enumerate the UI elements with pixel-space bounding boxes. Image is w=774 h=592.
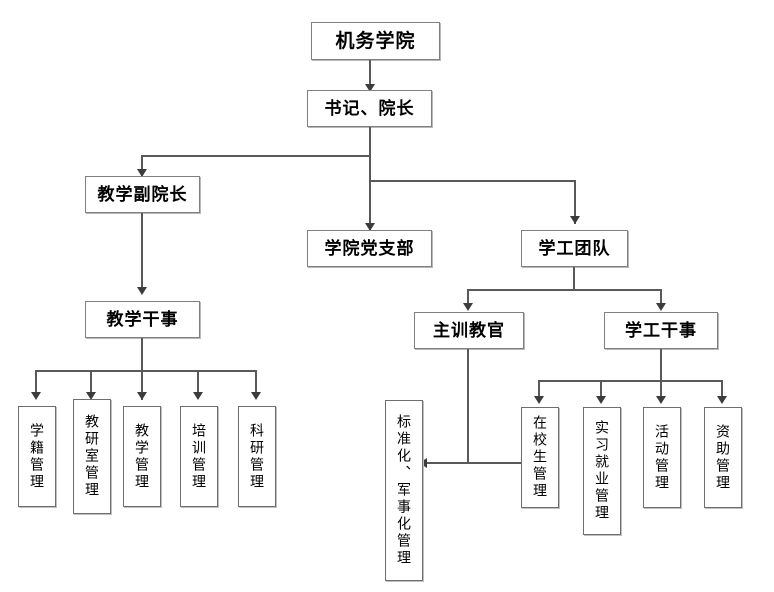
- leaf-label-training-management: 培训管理: [191, 422, 207, 491]
- leaf-box-standardization-militarization: 标准化、军事化管理: [385, 400, 423, 581]
- leaf-label-standardization-militarization: 标准化、军事化管理: [396, 414, 412, 567]
- node-secretary-dean-label: 书记、院长: [324, 99, 415, 118]
- node-chief-instructor-label: 主训教官: [433, 321, 505, 340]
- leaf-label-activity-management: 活动管理: [654, 423, 670, 492]
- node-student-work-officer-label: 学工干事: [625, 321, 697, 340]
- connector-root-to-secretary: [369, 60, 371, 88]
- leaf-label-financial-aid-management: 资助管理: [715, 423, 731, 492]
- connector-secretary-to-vice-dean-h: [141, 155, 371, 157]
- leaf-label-research-management: 科研管理: [249, 422, 265, 491]
- arrowhead-secretary-to-vice-dean: [137, 169, 147, 177]
- node-teaching-officer: 教学干事: [85, 301, 200, 338]
- arrowhead-teaching-leaf-3: [193, 392, 203, 400]
- connector-team-to-instructor: [467, 289, 469, 309]
- arrowhead-student-leaf-3: [717, 396, 727, 404]
- arrowhead-secretary-to-team: [570, 216, 580, 224]
- connector-team-trunk: [573, 267, 575, 291]
- node-secretary-dean: 书记、院长: [307, 90, 432, 127]
- leaf-box-teaching-research-office: 教研室管理: [73, 399, 111, 514]
- leaf-label-teaching-research-office: 教研室管理: [84, 414, 100, 499]
- node-party-branch: 学院党支部: [307, 230, 432, 267]
- node-teaching-officer-label: 教学干事: [106, 310, 179, 329]
- node-root: 机务学院: [311, 22, 440, 60]
- leaf-label-enrolled-student-management: 在校生管理: [532, 415, 548, 500]
- leaf-label-student-status: 学籍管理: [29, 422, 45, 491]
- connector-team-bus: [467, 289, 662, 291]
- node-chief-instructor: 主训教官: [414, 312, 524, 349]
- connector-student-leaf-drop-3: [721, 380, 723, 400]
- connector-teaching-leaf-drop-4: [255, 370, 257, 392]
- arrowhead-secretary-to-party-branch: [365, 223, 375, 231]
- node-student-work-team-label: 学工团队: [538, 239, 611, 258]
- connector-teaching-leaf-drop-0: [35, 370, 37, 392]
- arrowhead-root-to-secretary: [365, 84, 375, 92]
- connector-secretary-to-vice-dean-v: [141, 155, 143, 177]
- node-party-branch-label: 学院党支部: [324, 239, 415, 258]
- connector-student-leaf-drop-0: [538, 380, 540, 400]
- arrowhead-teaching-leaf-0: [31, 392, 41, 400]
- leaf-box-enrolled-student-management: 在校生管理: [521, 407, 559, 508]
- leaf-box-internship-employment-management: 实习就业管理: [583, 407, 621, 535]
- connector-teaching-leaf-drop-3: [197, 370, 199, 392]
- connector-instructor-trunk: [467, 349, 469, 463]
- node-vice-dean-teaching: 教学副院长: [85, 176, 200, 213]
- node-student-work-team: 学工团队: [521, 230, 628, 267]
- connector-secretary-trunk: [369, 127, 371, 231]
- arrowhead-student-leaf-2: [656, 396, 666, 404]
- connector-teaching-leaf-drop-1: [90, 370, 92, 392]
- connector-team-to-student-officer: [660, 289, 662, 309]
- arrowhead-teaching-leaf-1: [86, 392, 96, 400]
- arrowhead-teaching-officer-to-teaching-leaf-2: [137, 392, 147, 400]
- connector-student-leaf-drop-2: [660, 380, 662, 400]
- arrowhead-teaching-leaf-4: [251, 392, 261, 400]
- leaf-box-research-management: 科研管理: [238, 406, 276, 507]
- leaf-box-teaching-management: 教学管理: [123, 406, 161, 507]
- arrowhead-bidirectional-left: [419, 458, 427, 468]
- connector-teaching-leaves-bus: [35, 370, 257, 372]
- arrowhead-vice-dean-to-teaching-officer: [137, 287, 147, 295]
- leaf-label-teaching-management: 教学管理: [134, 422, 150, 491]
- connector-student-officer-trunk: [660, 349, 662, 381]
- connector-teaching-officer-trunk: [141, 338, 143, 400]
- arrowhead-team-to-student-officer: [656, 303, 666, 311]
- node-vice-dean-teaching-label: 教学副院长: [97, 185, 188, 204]
- connector-secretary-to-team-v: [574, 180, 576, 224]
- leaf-label-internship-employment-management: 实习就业管理: [594, 420, 610, 522]
- arrowhead-student-leaf-0: [534, 396, 544, 404]
- connector-student-work-leaves-bus: [538, 380, 722, 382]
- leaf-box-student-status: 学籍管理: [18, 406, 56, 507]
- arrowhead-team-to-instructor: [463, 303, 473, 311]
- node-student-work-officer: 学工干事: [604, 312, 718, 349]
- connector-student-leaf-drop-1: [600, 380, 602, 400]
- connector-vice-dean-to-teaching-officer: [141, 213, 143, 293]
- leaf-box-activity-management: 活动管理: [643, 407, 681, 508]
- arrowhead-student-leaf-1: [596, 396, 606, 404]
- connector-secretary-to-team-h: [369, 180, 576, 182]
- leaf-box-training-management: 培训管理: [180, 406, 218, 507]
- node-root-label: 机务学院: [335, 30, 416, 52]
- leaf-box-financial-aid-management: 资助管理: [704, 407, 742, 508]
- connector-bidirectional-link: [424, 462, 526, 464]
